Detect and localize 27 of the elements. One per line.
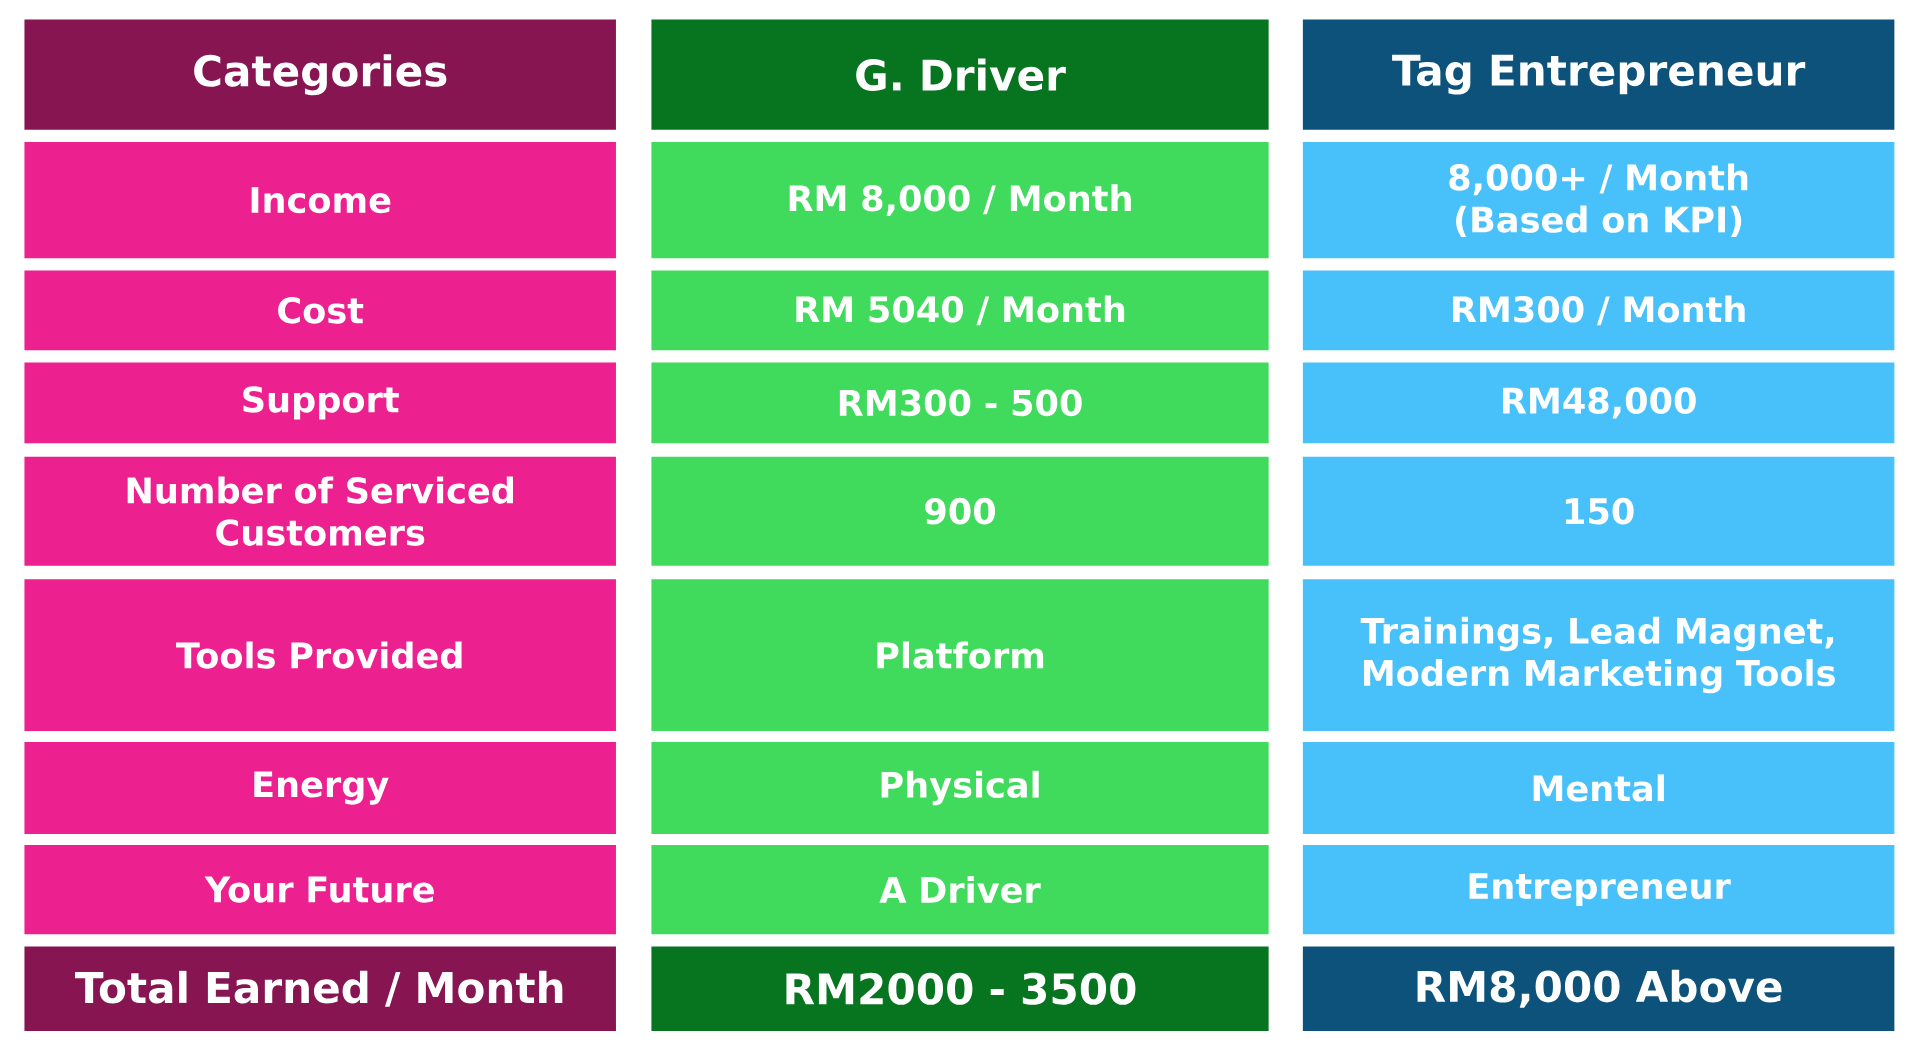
table-cell: Number of Serviced Customers — [24, 456, 616, 566]
table-cell: 150 — [1302, 456, 1895, 566]
table-cell: 900 — [651, 456, 1269, 566]
table-cell: 8,000+ / Month (Based on KPI) — [1302, 142, 1895, 259]
table-cell: Your Future — [24, 844, 616, 935]
header-cell: Tag Entrepreneur — [1302, 19, 1895, 130]
table-cell: Platform — [651, 579, 1269, 731]
table-cell: Physical — [651, 742, 1269, 834]
table-cell: Energy — [24, 742, 616, 834]
table-cell: Tools Provided — [24, 579, 616, 731]
table-cell: Cost — [24, 270, 616, 351]
header-cell: G. Driver — [651, 19, 1269, 130]
table-cell: Support — [24, 362, 616, 444]
header-cell: RM2000 - 3500 — [651, 946, 1269, 1032]
header-cell: RM8,000 Above — [1302, 946, 1895, 1032]
table-cell: Trainings, Lead Magnet, Modern Marketing Tools — [1302, 579, 1895, 731]
table-cell: Mental — [1302, 742, 1895, 834]
header-cell: Total Earned / Month — [24, 946, 616, 1032]
table-cell: RM300 - 500 — [651, 362, 1269, 444]
table-cell: RM300 / Month — [1302, 270, 1895, 351]
table-cell: Income — [24, 142, 616, 259]
table-cell: RM 5040 / Month — [651, 270, 1269, 351]
table-cell: A Driver — [651, 844, 1269, 935]
table-cell: Entrepreneur — [1302, 844, 1895, 935]
header-cell: Categories — [24, 19, 616, 130]
table-cell: RM48,000 — [1302, 362, 1895, 444]
table-cell: RM 8,000 / Month — [651, 142, 1269, 259]
